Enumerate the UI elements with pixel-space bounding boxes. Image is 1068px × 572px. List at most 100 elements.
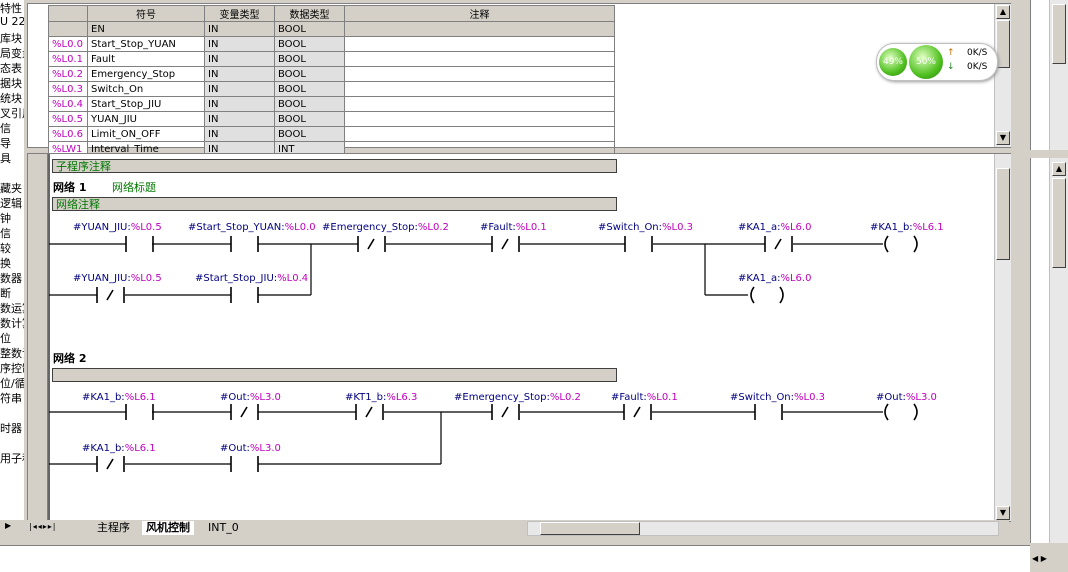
cell-comment[interactable] bbox=[344, 96, 615, 112]
cell-vartype[interactable]: IN bbox=[204, 66, 275, 82]
tree-item[interactable]: 库块 bbox=[0, 32, 22, 45]
cell-addr[interactable]: %L0.4 bbox=[48, 96, 88, 112]
contact[interactable] bbox=[491, 236, 520, 252]
tab-fan-control[interactable]: 风机控制 bbox=[142, 521, 194, 535]
header-comment[interactable]: 注释 bbox=[344, 5, 615, 22]
tree-item[interactable]: 较 bbox=[0, 242, 11, 255]
contact[interactable] bbox=[230, 287, 259, 303]
network-2-comment[interactable] bbox=[52, 368, 617, 382]
cell-vartype[interactable]: IN bbox=[204, 111, 275, 127]
cell-datatype[interactable]: BOOL bbox=[274, 126, 345, 142]
tree-item[interactable]: 特性 bbox=[0, 2, 22, 15]
contact[interactable] bbox=[357, 236, 386, 252]
network-1-title[interactable]: 网络标题 bbox=[112, 181, 156, 194]
contact[interactable] bbox=[355, 404, 384, 420]
cell-symbol[interactable]: Emergency_Stop bbox=[87, 66, 205, 82]
tree-item[interactable]: 用子程 bbox=[0, 452, 24, 465]
network-monitor-widget[interactable]: 49% 50% ↑ ↓ 0K/S 0K/S bbox=[876, 43, 998, 81]
right-scrollbar-bottom[interactable]: ▲ bbox=[1049, 158, 1068, 543]
scroll-thumb[interactable] bbox=[540, 522, 640, 535]
ladder-diagram[interactable]: #YUAN_JIU:%L0.5 #Start_Stop_YUAN:%L0.0 #… bbox=[48, 154, 1008, 521]
cell-comment[interactable] bbox=[344, 81, 615, 97]
contact[interactable] bbox=[96, 287, 125, 303]
contact[interactable] bbox=[96, 456, 125, 472]
cell-addr[interactable]: %L0.3 bbox=[48, 81, 88, 97]
network-1-comment[interactable]: 网络注释 bbox=[52, 197, 617, 211]
tab-int0[interactable]: INT_0 bbox=[208, 521, 239, 534]
cell-vartype[interactable]: IN bbox=[204, 51, 275, 67]
ladder-editor[interactable]: 子程序注释 网络 1 网络标题 网络注释 网络 2 bbox=[27, 153, 1011, 522]
cell-symbol[interactable]: Start_Stop_JIU bbox=[87, 96, 205, 112]
left-scroll-right-icon[interactable]: ▶ bbox=[5, 521, 12, 530]
contact[interactable] bbox=[230, 456, 259, 472]
cell-addr[interactable]: %L0.2 bbox=[48, 66, 88, 82]
tab-nav-arrows-icon[interactable]: |◂◂▸▸| bbox=[29, 522, 57, 531]
cell-comment[interactable] bbox=[344, 21, 615, 37]
tree-item[interactable]: 钟 bbox=[0, 212, 11, 225]
ladder-scrollbar[interactable]: ▼ bbox=[994, 154, 1011, 521]
tree-item[interactable]: 态表 bbox=[0, 62, 22, 75]
tree-item[interactable]: 时器 bbox=[0, 422, 22, 435]
contact[interactable] bbox=[125, 236, 154, 252]
tree-item[interactable]: 数运算 bbox=[0, 302, 24, 315]
cell-datatype[interactable]: BOOL bbox=[274, 51, 345, 67]
scroll-down-icon[interactable]: ▼ bbox=[996, 506, 1010, 520]
tree-item[interactable]: 换 bbox=[0, 257, 11, 270]
header-vartype[interactable]: 变量类型 bbox=[204, 5, 275, 22]
cell-vartype[interactable]: IN bbox=[204, 21, 275, 37]
cell-vartype[interactable]: IN bbox=[204, 96, 275, 112]
cell-datatype[interactable]: BOOL bbox=[274, 81, 345, 97]
cell-datatype[interactable]: BOOL bbox=[274, 66, 345, 82]
cell-vartype[interactable]: IN bbox=[204, 36, 275, 52]
right-scrollbar-top[interactable] bbox=[1049, 0, 1068, 150]
cell-addr[interactable]: %L0.6 bbox=[48, 126, 88, 142]
cell-symbol[interactable]: Fault bbox=[87, 51, 205, 67]
cell-comment[interactable] bbox=[344, 111, 615, 127]
tree-item[interactable]: 统块 bbox=[0, 92, 22, 105]
tree-item[interactable]: 位/循 bbox=[0, 377, 24, 390]
cell-symbol[interactable]: EN bbox=[87, 21, 205, 37]
tree-item[interactable]: 局变量 bbox=[0, 47, 24, 60]
contact[interactable] bbox=[125, 404, 154, 420]
scroll-thumb[interactable] bbox=[1052, 4, 1066, 64]
tree-item[interactable]: 符串 bbox=[0, 392, 22, 405]
cell-symbol[interactable]: Start_Stop_YUAN bbox=[87, 36, 205, 52]
cell-vartype[interactable]: IN bbox=[204, 81, 275, 97]
scroll-up-icon[interactable]: ▲ bbox=[996, 5, 1010, 19]
tree-item[interactable]: U 226 bbox=[0, 15, 24, 28]
scroll-thumb[interactable] bbox=[996, 168, 1010, 260]
cell-comment[interactable] bbox=[344, 36, 615, 52]
horizontal-scrollbar[interactable] bbox=[527, 521, 999, 536]
program-tabs[interactable]: |◂◂▸▸| 主程序 风机控制 INT_0 bbox=[27, 520, 1009, 536]
bottom-scroll-arrows-icon[interactable]: ◀ ▶ bbox=[1032, 554, 1047, 563]
contact[interactable] bbox=[623, 404, 652, 420]
cell-addr[interactable] bbox=[48, 21, 88, 37]
contact[interactable] bbox=[624, 236, 653, 252]
cell-addr[interactable]: %L0.1 bbox=[48, 51, 88, 67]
cell-datatype[interactable]: BOOL bbox=[274, 111, 345, 127]
cell-datatype[interactable]: BOOL bbox=[274, 36, 345, 52]
cell-datatype[interactable]: BOOL bbox=[274, 21, 345, 37]
tree-item[interactable]: 藏夹 bbox=[0, 182, 22, 195]
cell-symbol[interactable]: Switch_On bbox=[87, 81, 205, 97]
contact[interactable] bbox=[491, 404, 520, 420]
tree-item[interactable]: 逻辑 bbox=[0, 197, 22, 210]
scroll-thumb[interactable] bbox=[1052, 178, 1066, 268]
tab-main-program[interactable]: 主程序 bbox=[97, 521, 130, 534]
contact[interactable] bbox=[230, 404, 259, 420]
scroll-thumb[interactable] bbox=[996, 20, 1010, 68]
cell-comment[interactable] bbox=[344, 51, 615, 67]
tree-item[interactable]: 序控制 bbox=[0, 362, 24, 375]
tree-item[interactable]: 据块 bbox=[0, 77, 22, 90]
cell-comment[interactable] bbox=[344, 66, 615, 82]
subroutine-comment[interactable]: 子程序注释 bbox=[52, 159, 617, 173]
contact[interactable] bbox=[754, 404, 783, 420]
cell-datatype[interactable]: BOOL bbox=[274, 96, 345, 112]
